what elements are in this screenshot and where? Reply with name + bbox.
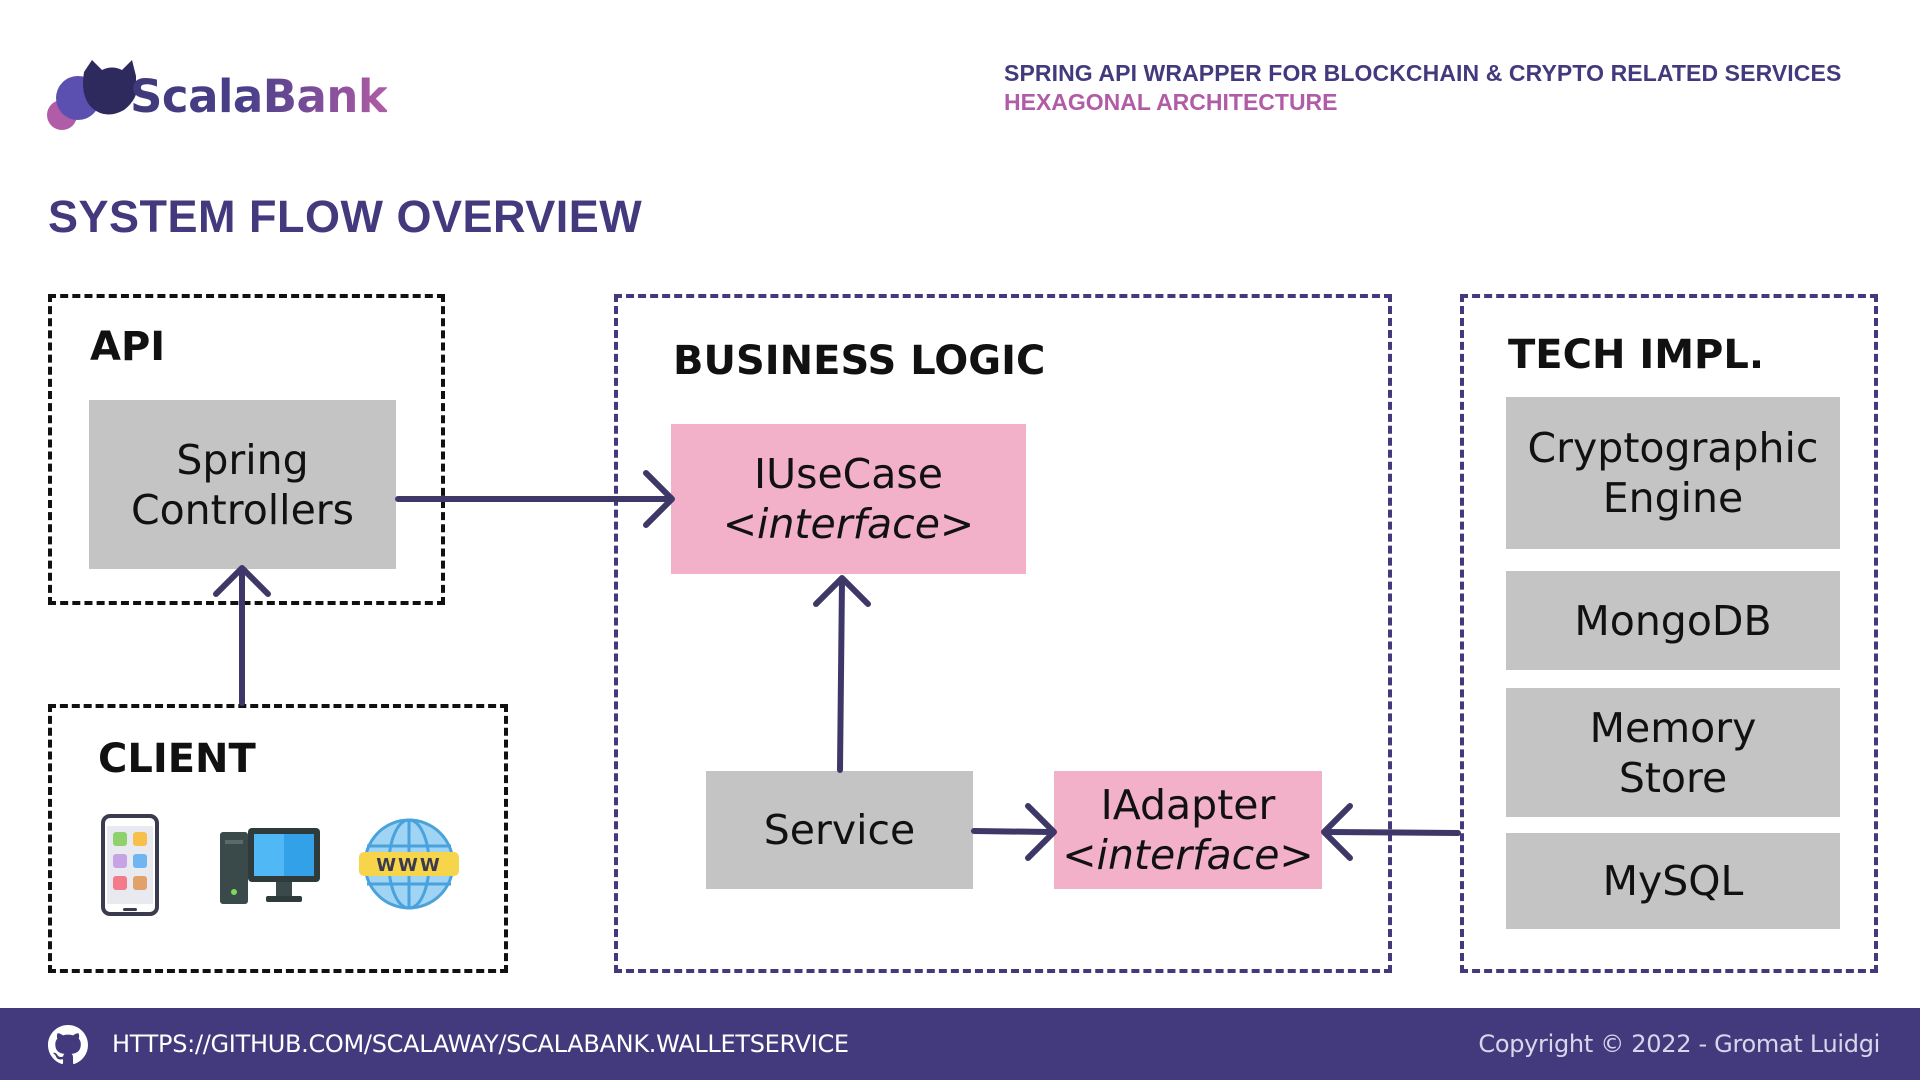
copyright-text: Copyright © 2022 - Gromat Luidgi xyxy=(1478,1030,1880,1058)
spring-controllers-line2: Controllers xyxy=(130,485,355,534)
iusecase-box[interactable]: IUseCase <interface> xyxy=(671,424,1026,574)
smartphone-icon xyxy=(101,814,159,916)
service-name: Service xyxy=(763,806,916,854)
service-box[interactable]: Service xyxy=(706,771,973,889)
tech-item-line2: Engine xyxy=(1602,474,1744,522)
tech-impl-container: TECH IMPL. xyxy=(1460,294,1878,973)
client-label: CLIENT xyxy=(98,736,256,782)
tech-item-line1: Cryptographic xyxy=(1527,424,1819,472)
iadapter-name: IAdapter xyxy=(1100,781,1276,829)
iusecase-name: IUseCase xyxy=(753,450,944,498)
business-logic-label: BUSINESS LOGIC xyxy=(673,338,1046,384)
iusecase-kind: <interface> xyxy=(722,500,975,548)
tech-item-mongodb[interactable]: MongoDB xyxy=(1506,571,1840,670)
header-subtitle: HEXAGONAL ARCHITECTURE xyxy=(1004,89,1338,115)
spring-controllers-line1: Spring xyxy=(176,435,309,484)
footer-bar xyxy=(0,1008,1920,1080)
www-globe-icon: WWW xyxy=(359,818,459,910)
brand-name: ScalaBank xyxy=(130,70,388,123)
github-icon[interactable] xyxy=(48,1025,88,1065)
tech-item-line2: Store xyxy=(1618,753,1728,802)
tech-item-mysql[interactable]: MySQL xyxy=(1506,833,1840,929)
tech-item-cryptographic-engine[interactable]: Cryptographic Engine xyxy=(1506,397,1840,549)
github-repo-link[interactable]: HTTPS://GITHUB.COM/SCALAWAY/SCALABANK.WA… xyxy=(112,1030,849,1058)
api-container: API xyxy=(48,294,445,605)
spring-controllers-box[interactable]: Spring Controllers xyxy=(89,400,396,569)
page-title: SYSTEM FLOW OVERVIEW xyxy=(48,191,643,242)
header-title: SPRING API WRAPPER FOR BLOCKCHAIN & CRYP… xyxy=(1004,60,1842,86)
tech-item-line1: MongoDB xyxy=(1574,596,1772,645)
iadapter-box[interactable]: IAdapter <interface> xyxy=(1054,771,1322,889)
business-logic-container: BUSINESS LOGIC xyxy=(614,294,1392,973)
iadapter-kind: <interface> xyxy=(1062,831,1314,879)
scalabank-logo-icon xyxy=(47,60,136,130)
tech-item-memory-store[interactable]: Memory Store xyxy=(1506,688,1840,817)
tech-impl-label: TECH IMPL. xyxy=(1508,332,1765,378)
tech-item-line1: MySQL xyxy=(1602,857,1744,905)
desktop-computer-icon xyxy=(220,828,320,904)
tech-item-line1: Memory xyxy=(1589,703,1757,752)
api-label: API xyxy=(90,324,166,370)
www-text: WWW xyxy=(376,855,442,876)
client-container: CLIENT xyxy=(48,704,508,973)
